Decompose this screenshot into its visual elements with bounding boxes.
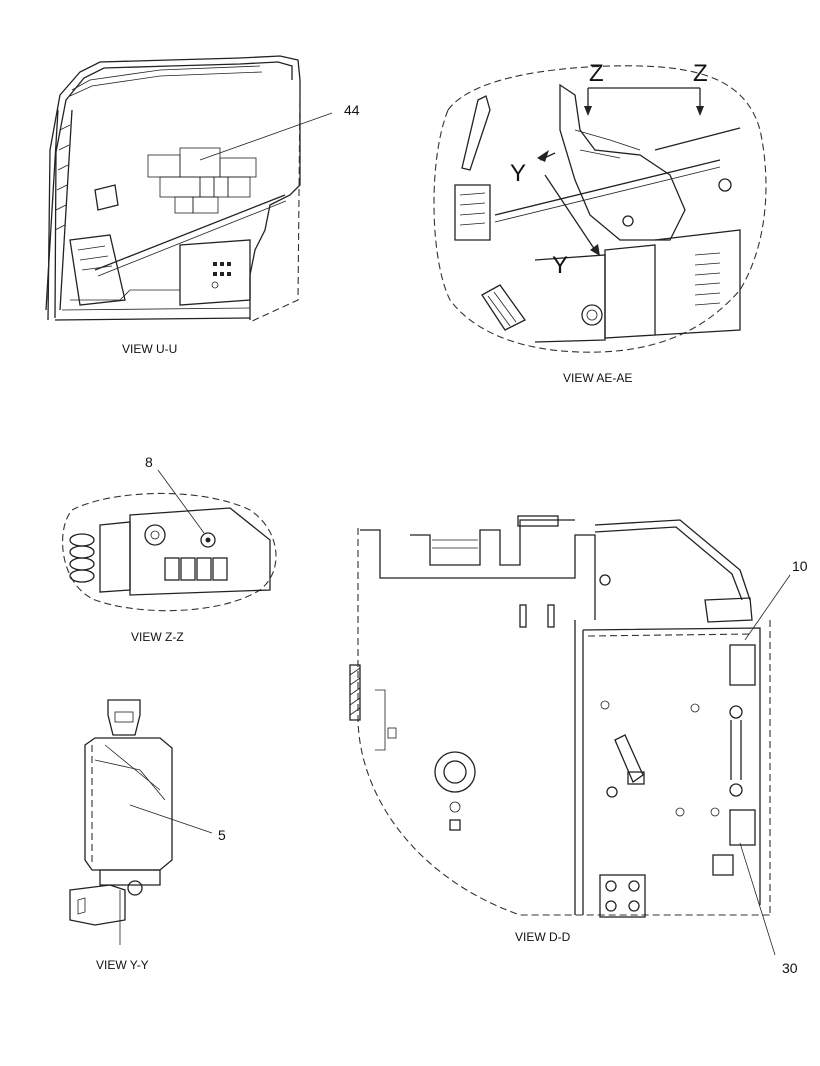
callout-5: 5 <box>218 827 226 843</box>
callout-10: 10 <box>792 558 808 574</box>
view-ae-ae: Z Z Y Y VIEW AE-AE <box>433 60 767 385</box>
view-d-d-caption: VIEW D-D <box>515 930 571 944</box>
section-z-right: Z <box>693 60 708 87</box>
view-z-z: 8 VIEW Z-Z <box>62 454 277 644</box>
callout-8: 8 <box>145 454 153 470</box>
view-u-u: 44 VIEW U-U <box>45 55 360 356</box>
section-y-bottom: Y <box>552 252 568 279</box>
view-z-z-caption: VIEW Z-Z <box>131 630 184 644</box>
callout-44: 44 <box>344 102 360 118</box>
view-y-y-caption: VIEW Y-Y <box>96 958 149 972</box>
view-u-u-caption: VIEW U-U <box>122 342 177 356</box>
section-y-top: Y <box>510 160 526 187</box>
callout-30: 30 <box>782 960 798 976</box>
view-y-y: 5 VIEW Y-Y <box>69 699 226 972</box>
view-ae-ae-caption: VIEW AE-AE <box>563 371 632 385</box>
view-d-d: 10 30 VIEW D-D <box>349 515 808 976</box>
section-z-left: Z <box>589 60 604 87</box>
